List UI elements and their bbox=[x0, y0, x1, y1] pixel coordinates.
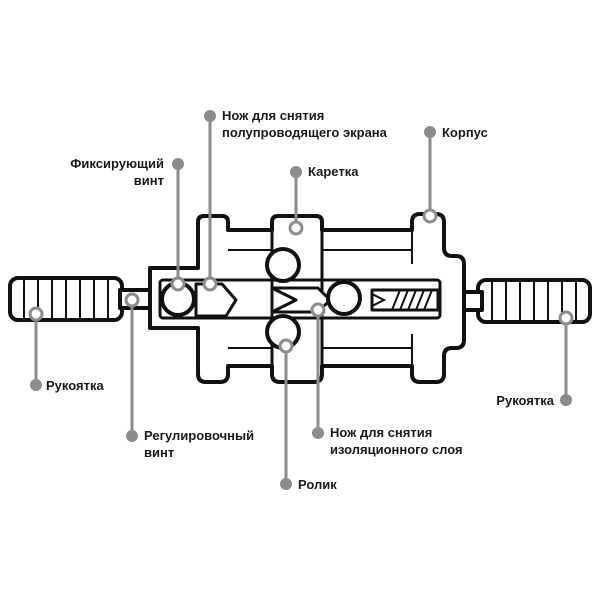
label-roller: Ролик bbox=[298, 477, 337, 492]
label-insulation-knife-line1: Нож для снятия bbox=[330, 425, 432, 440]
left-handle-grip bbox=[8, 276, 124, 322]
label-fixing-screw-line1: Фиксирующий bbox=[70, 156, 164, 171]
label-adjusting-screw-line2: винт bbox=[144, 445, 174, 460]
screen-knife bbox=[194, 282, 238, 318]
label-fixing-screw-line2: винт bbox=[134, 173, 164, 188]
stripping-tool bbox=[8, 212, 592, 384]
label-screen-knife-line1: Нож для снятия bbox=[222, 108, 324, 123]
label-screen-knife-line2: полупроводящего экрана bbox=[222, 125, 388, 140]
label-adjusting-screw-line1: Регулировочный bbox=[144, 428, 254, 443]
label-handle-right: Рукоятка bbox=[496, 393, 554, 408]
callout-labels: Рукоятка Регулировочный винт Фиксирующий… bbox=[46, 108, 555, 492]
insulation-knife-roller bbox=[326, 280, 362, 316]
label-insulation-knife-line2: изоляционного слоя bbox=[330, 442, 463, 457]
upper-roller bbox=[265, 247, 301, 283]
callout-leaders bbox=[28, 110, 574, 490]
label-body: Корпус bbox=[442, 125, 488, 140]
label-handle-left: Рукоятка bbox=[46, 378, 104, 393]
right-handle-grip bbox=[476, 278, 592, 324]
label-carriage: Каретка bbox=[308, 164, 359, 179]
guide-rails bbox=[228, 230, 413, 366]
threaded-rod bbox=[370, 288, 440, 312]
